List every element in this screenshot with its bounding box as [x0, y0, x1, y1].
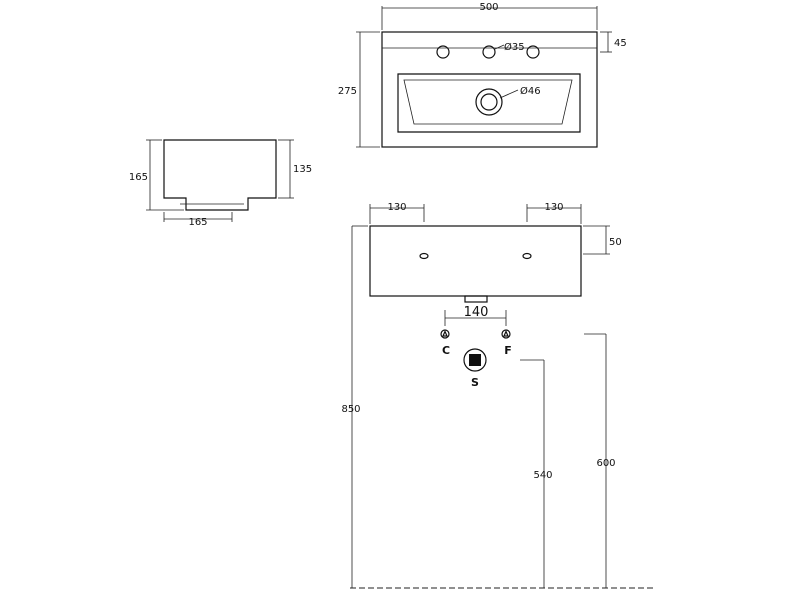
waste-outlet-symbol [463, 348, 487, 372]
dim-right-offset-130: 130 [544, 202, 563, 213]
dim-tap-hole-35: Ø35 [504, 41, 525, 53]
dim-drain-46: Ø46 [520, 85, 541, 97]
basin-bowl-inner [403, 79, 573, 125]
dim-left-offset-130: 130 [387, 202, 406, 213]
dim-top-height-50: 50 [609, 237, 622, 248]
basin-top-outline [381, 31, 598, 148]
dim-center-spacing-140: 140 [464, 305, 489, 320]
tap-hole-center [482, 45, 496, 59]
cold-supply-label: C [442, 344, 450, 357]
side-profile-outline [163, 139, 277, 211]
fixing-hole-right [522, 252, 532, 260]
tap-hole-left [436, 45, 450, 59]
dim-depth-275: 275 [338, 86, 357, 97]
top-view: 500 275 45 Ø35 Ø46 [338, 2, 627, 148]
dim-waste-height-540: 540 [533, 470, 552, 481]
fixing-hole-left [419, 252, 429, 260]
drain-stub [464, 295, 488, 303]
tap-hole-right [526, 45, 540, 59]
cold-supply-symbol [440, 329, 450, 339]
waste-outlet-square [469, 354, 481, 366]
drain-outer [475, 88, 503, 116]
dim-tap-edge-45: 45 [614, 38, 627, 49]
dim-supply-height-600: 600 [596, 458, 615, 469]
waste-outlet-label: S [471, 376, 479, 389]
hot-supply-symbol [501, 329, 511, 339]
dim-side-inner-135: 135 [293, 164, 312, 175]
front-view: 130 130 50 140 C F S 850 [341, 202, 654, 589]
dim-side-depth-165: 165 [188, 217, 207, 228]
hot-supply-label: F [504, 344, 512, 357]
basin-front-outline [369, 225, 582, 297]
dim-width-500: 500 [479, 2, 498, 13]
drain-inner [480, 93, 498, 111]
basin-bowl-outline [397, 73, 581, 133]
dim-side-height-165: 165 [129, 172, 148, 183]
dim-total-height-850: 850 [341, 404, 360, 415]
side-view: 165 135 165 [129, 139, 312, 228]
